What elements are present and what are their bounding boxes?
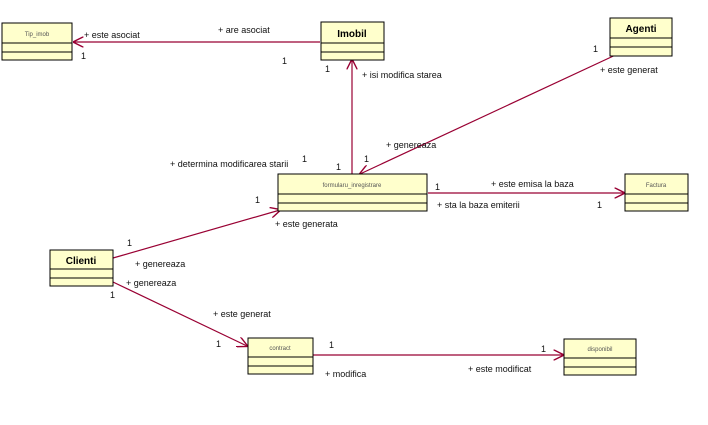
role-este-generat-agenti: + este generat: [600, 65, 658, 75]
role-este-generat-contract: + este generat: [213, 309, 271, 319]
class-name-contract: contract: [269, 346, 291, 352]
class-imobil: Imobil: [320, 21, 385, 61]
multiplicity: 1: [282, 56, 287, 66]
class-formular: formularu_inregistrare: [277, 173, 428, 212]
multiplicity: 1: [593, 44, 598, 54]
class-name-disponibil: disponibil: [587, 347, 612, 353]
class-agenti: Agenti: [609, 17, 673, 57]
role-are-asociat: + are asociat: [218, 25, 270, 35]
role-genereaza-clienti2: + genereaza: [126, 278, 176, 288]
role-este-modificat: + este modificat: [468, 364, 532, 374]
multiplicity: 1: [216, 339, 221, 349]
role-este-generata: + este generata: [275, 219, 338, 229]
multiplicity: 1: [255, 195, 260, 205]
assoc-clienti-contract: [112, 281, 247, 346]
multiplicity: 1: [364, 154, 369, 164]
multiplicity: 1: [597, 200, 602, 210]
class-name-agenti: Agenti: [625, 24, 656, 35]
multiplicity: 1: [127, 238, 132, 248]
role-sta-la-baza: + sta la baza emiterii: [437, 200, 520, 210]
role-modifica: + modifica: [325, 369, 366, 379]
class-name-formular: formularu_inregistrare: [323, 183, 382, 189]
multiplicity: 1: [329, 340, 334, 350]
multiplicity: 1: [336, 162, 341, 172]
class-disponibil: disponibil: [563, 338, 637, 376]
multiplicity: 1: [325, 64, 330, 74]
assoc-clienti-formular: [112, 210, 280, 259]
class-contract: contract: [247, 337, 314, 375]
role-determina: + determina modificarea starii: [170, 159, 288, 169]
class-tip-imob: Tip_imob: [1, 22, 73, 61]
role-este-emisa: + este emisa la baza: [491, 179, 574, 189]
role-este-asociat: + este asociat: [84, 30, 140, 40]
multiplicity: 1: [435, 182, 440, 192]
class-name-tip-imob: Tip_imob: [25, 32, 50, 38]
multiplicity: 1: [81, 51, 86, 61]
multiplicity: 1: [302, 154, 307, 164]
class-name-clienti: Clienti: [66, 256, 97, 267]
role-genereaza-clienti1: + genereaza: [135, 259, 185, 269]
multiplicity: 1: [541, 344, 546, 354]
class-name-factura: Factura: [646, 183, 667, 189]
class-factura: Factura: [624, 173, 689, 212]
assoc-agenti-formular: [360, 51, 623, 174]
role-isi-modifica-starea: + isi modifica starea: [362, 70, 442, 80]
class-clienti: Clienti: [49, 249, 114, 287]
multiplicity: 1: [110, 290, 115, 300]
class-name-imobil: Imobil: [337, 29, 367, 40]
role-genereaza-agenti: + genereaza: [386, 140, 436, 150]
